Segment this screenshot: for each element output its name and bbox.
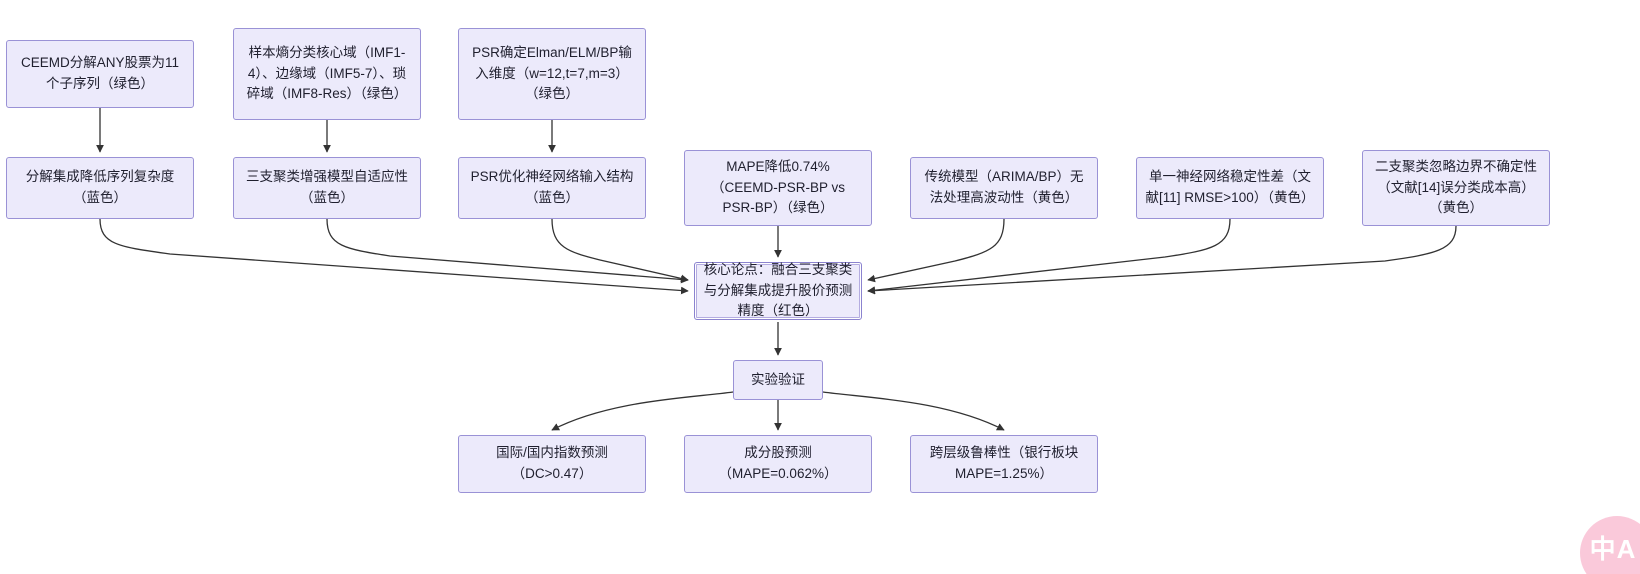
node-psr-input-dimension[interactable]: PSR确定Elman/ELM/BP输入维度（w=12,t=7,m=3）（绿色） bbox=[458, 28, 646, 120]
node-two-way-clustering-limitation[interactable]: 二支聚类忽略边界不确定性（文献[14]误分类成本高）（黄色） bbox=[1362, 150, 1550, 226]
edge-n6-core bbox=[551, 218, 689, 283]
node-ceemd-decompose[interactable]: CEEMD分解ANY股票为11个子序列（绿色） bbox=[6, 40, 194, 108]
node-label: 跨层级鲁棒性（银行板块MAPE=1.25%） bbox=[929, 445, 1079, 481]
node-experimental-validation[interactable]: 实验验证 bbox=[733, 360, 823, 400]
node-label: 样本熵分类核心域（IMF1-4）、边缘域（IMF5-7）、琐碎域（IMF8-Re… bbox=[246, 44, 408, 102]
edge-n5-core bbox=[326, 218, 689, 284]
node-label: 单一神经网络稳定性差（文献[11] RMSE>100）（黄色） bbox=[1145, 169, 1315, 205]
node-index-prediction[interactable]: 国际/国内指数预测（DC>0.47） bbox=[458, 435, 646, 493]
watermark-badge: 中A bbox=[1580, 516, 1640, 574]
node-cross-level-robustness[interactable]: 跨层级鲁棒性（银行板块MAPE=1.25%） bbox=[910, 435, 1098, 493]
edge-n11-n12 bbox=[551, 391, 734, 431]
node-psr-optimize-network[interactable]: PSR优化神经网络输入结构（蓝色） bbox=[458, 157, 646, 219]
node-label: 成分股预测（MAPE=0.062%） bbox=[718, 445, 838, 481]
edge-n11-n14 bbox=[822, 391, 1005, 431]
node-mape-improvement[interactable]: MAPE降低0.74%（CEEMD-PSR-BP vs PSR-BP）（绿色） bbox=[684, 150, 872, 226]
node-core-argument[interactable]: 核心论点：融合三支聚类与分解集成提升股价预测精度（红色） bbox=[694, 262, 862, 320]
node-label: PSR优化神经网络输入结构（蓝色） bbox=[470, 169, 634, 205]
node-label: 分解集成降低序列复杂度（蓝色） bbox=[25, 169, 175, 205]
node-label: PSR确定Elman/ELM/BP输入维度（w=12,t=7,m=3）（绿色） bbox=[472, 44, 632, 102]
edge-n9-core bbox=[867, 218, 1231, 295]
node-three-way-clustering-adaptivity[interactable]: 三支聚类增强模型自适应性（蓝色） bbox=[233, 157, 421, 219]
node-traditional-model-limitation[interactable]: 传统模型（ARIMA/BP）无法处理高波动性（黄色） bbox=[910, 157, 1098, 219]
edge-n10-core bbox=[867, 225, 1457, 295]
node-label: 国际/国内指数预测（DC>0.47） bbox=[496, 445, 608, 481]
node-label: CEEMD分解ANY股票为11个子序列（绿色） bbox=[20, 55, 180, 91]
node-label: 二支聚类忽略边界不确定性（文献[14]误分类成本高）（黄色） bbox=[1375, 158, 1537, 216]
node-label: 三支聚类增强模型自适应性（蓝色） bbox=[246, 169, 408, 205]
node-label: MAPE降低0.74%（CEEMD-PSR-BP vs PSR-BP）（绿色） bbox=[710, 158, 846, 216]
node-label: 核心论点：融合三支聚类与分解集成提升股价预测精度（红色） bbox=[703, 261, 853, 319]
node-reduce-complexity[interactable]: 分解集成降低序列复杂度（蓝色） bbox=[6, 157, 194, 219]
edge-n4-core bbox=[99, 218, 689, 295]
node-label: 实验验证 bbox=[751, 371, 805, 387]
watermark-text: 中A bbox=[1589, 533, 1637, 564]
node-single-network-instability[interactable]: 单一神经网络稳定性差（文献[11] RMSE>100）（黄色） bbox=[1136, 157, 1324, 219]
node-constituent-stock-prediction[interactable]: 成分股预测（MAPE=0.062%） bbox=[684, 435, 872, 493]
node-label: 传统模型（ARIMA/BP）无法处理高波动性（黄色） bbox=[924, 169, 1084, 205]
edge-n8-core bbox=[867, 218, 1005, 283]
node-sample-entropy-classify[interactable]: 样本熵分类核心域（IMF1-4）、边缘域（IMF5-7）、琐碎域（IMF8-Re… bbox=[233, 28, 421, 120]
